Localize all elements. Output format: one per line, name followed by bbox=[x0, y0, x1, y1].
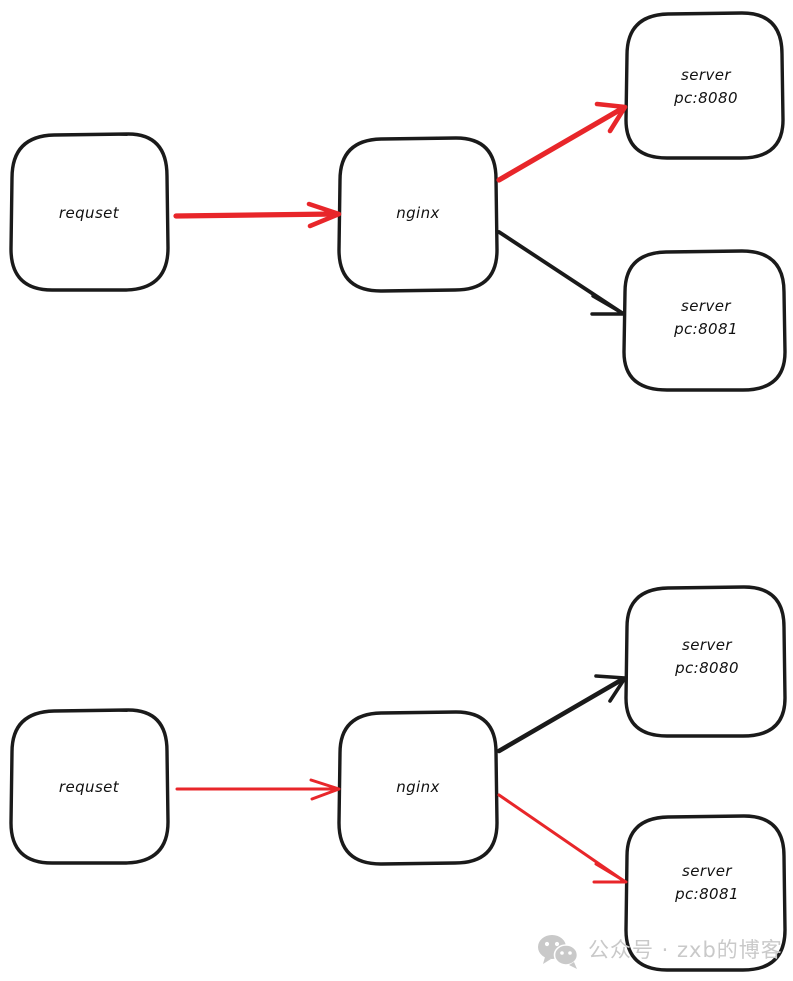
server-8081-node-label-line1: server bbox=[681, 297, 731, 315]
requset-node[interactable]: requset bbox=[9, 132, 170, 292]
nginx-node-label: nginx bbox=[396, 778, 440, 796]
arrow-nginx-to-server-8081-head bbox=[592, 862, 628, 884]
arrow-request-to-nginx-line bbox=[173, 211, 339, 219]
requset-node[interactable]: requset bbox=[9, 708, 170, 865]
server-8080-node-label-line1: server bbox=[681, 66, 731, 84]
nginx-node[interactable]: nginx bbox=[337, 136, 499, 293]
arrow-request-to-nginx bbox=[173, 201, 342, 229]
arrow-request-to-nginx bbox=[175, 778, 341, 801]
wechat-icon-bubble-front bbox=[553, 944, 579, 966]
watermark: 公众号 · zxb的博客 bbox=[538, 935, 783, 969]
arrow-nginx-to-server-8080 bbox=[496, 101, 628, 183]
requset-node-shape bbox=[9, 132, 170, 292]
server-8080-node[interactable]: server pc:8080 bbox=[624, 11, 785, 160]
panel-top: requset nginx server pc:8080 server pc:8… bbox=[9, 11, 787, 392]
wechat-icon-eye-front-1 bbox=[560, 951, 564, 955]
nginx-node-shape bbox=[337, 136, 499, 293]
wechat-icon-eye-front-2 bbox=[568, 951, 572, 955]
server-8081-node[interactable]: server pc:8081 bbox=[622, 249, 787, 392]
panel-bottom: requset nginx server pc:8080 server pc:8… bbox=[9, 585, 787, 972]
requset-node-label: requset bbox=[59, 778, 120, 796]
arrow-nginx-to-server-8081 bbox=[497, 793, 628, 884]
server-8081-node-label-line2: pc:8081 bbox=[673, 320, 738, 338]
watermark-label: 公众号 · zxb的博客 bbox=[588, 938, 783, 962]
server-8081-node-label-line2: pc:8081 bbox=[674, 885, 739, 903]
server-8081-node[interactable]: server pc:8081 bbox=[624, 814, 787, 972]
server-8081-node-shape bbox=[624, 814, 787, 972]
arrow-request-to-nginx-head bbox=[309, 778, 341, 801]
server-8080-node[interactable]: server pc:8080 bbox=[624, 585, 787, 738]
server-8081-node-shape bbox=[622, 249, 787, 392]
arrow-nginx-to-server-8081 bbox=[497, 230, 626, 316]
wechat-icon-eye-back-1 bbox=[544, 941, 550, 947]
server-8080-node-label-line1: server bbox=[682, 636, 732, 654]
requset-node-shape bbox=[9, 708, 170, 865]
nginx-node-label: nginx bbox=[396, 204, 440, 222]
nginx-node[interactable]: nginx bbox=[337, 710, 499, 866]
server-8081-node-label-line1: server bbox=[682, 862, 732, 880]
server-8080-node-label-line2: pc:8080 bbox=[674, 659, 739, 677]
wechat-icon-tail-back bbox=[543, 957, 551, 964]
nginx-node-shape bbox=[337, 710, 499, 866]
server-8080-node-shape bbox=[624, 11, 785, 160]
arrow-nginx-to-server-8080-line bbox=[496, 105, 626, 183]
arrow-request-to-nginx-head bbox=[306, 201, 342, 229]
wechat-icon bbox=[538, 935, 579, 969]
arrow-nginx-to-server-8080-head bbox=[594, 674, 627, 703]
arrow-nginx-to-server-8080-line bbox=[496, 676, 626, 754]
wechat-icon-tail-front bbox=[569, 962, 577, 969]
requset-node-label: requset bbox=[59, 204, 120, 222]
arrow-nginx-to-server-8081-head bbox=[590, 294, 626, 316]
wechat-icon-eye-back-2 bbox=[554, 941, 560, 947]
server-8080-node-label-line2: pc:8080 bbox=[673, 89, 738, 107]
server-8080-node-shape bbox=[624, 585, 787, 738]
arrow-nginx-to-server-8080 bbox=[496, 674, 627, 754]
arrow-nginx-to-server-8080-head bbox=[594, 101, 628, 134]
